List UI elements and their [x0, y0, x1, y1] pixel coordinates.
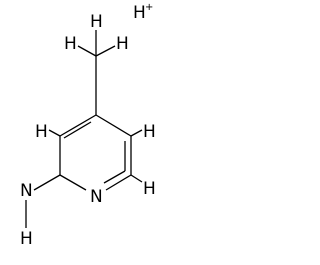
bond-c4-c5: [95, 114, 132, 137]
ring-hydrogen-bottom: H: [143, 179, 156, 199]
hydron-charge: +: [145, 2, 153, 13]
amine-hydrogen: H: [20, 229, 33, 249]
bond-methyl-h-left: [77, 45, 97, 57]
hydron-symbol: H: [133, 3, 146, 23]
ring-nitrogen: N: [90, 187, 103, 207]
methyl-hydrogen-right: H: [116, 34, 129, 54]
bond-c6-h: [130, 174, 143, 183]
methyl-hydrogen-left: H: [64, 34, 77, 54]
bond-c6-n1-inner: [103, 170, 126, 184]
bond-c2-n1: [59, 174, 87, 191]
bond-c2-nh2: [33, 174, 61, 191]
ring-hydrogen-right: H: [143, 122, 156, 142]
bond-c4-c3-inner: [63, 121, 92, 139]
amine-nitrogen: N: [20, 181, 33, 201]
bond-c4-c3: [59, 114, 97, 137]
bond-c5-h: [130, 129, 143, 137]
bond-methyl-h-right: [95, 45, 116, 57]
bond-c3-h: [48, 129, 61, 137]
ring-hydrogen-left: H: [35, 122, 48, 142]
methyl-hydrogen-top: H: [90, 12, 103, 32]
structure-diagram: H + H H H H H H N N H: [20, 2, 156, 249]
bond-c6-n1: [105, 174, 132, 191]
